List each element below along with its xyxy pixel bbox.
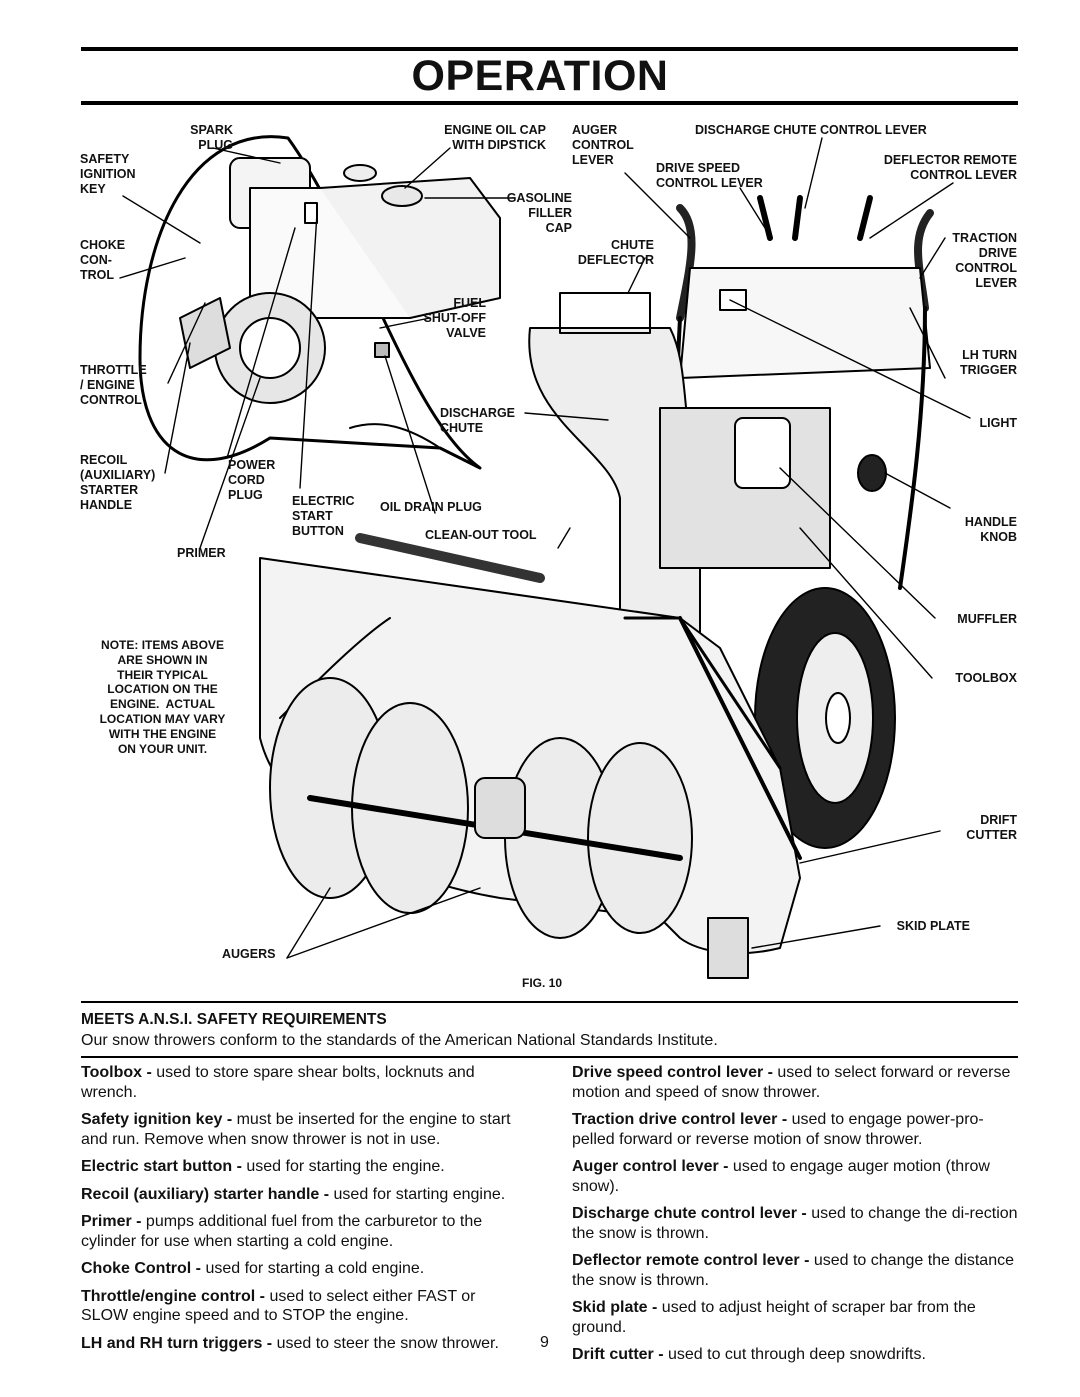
description-item: Primer - pumps additional fuel from the … (81, 1212, 527, 1251)
label-handle-knob: HANDLE KNOB (964, 515, 1017, 544)
description-term: Recoil (auxiliary) starter handle - (81, 1185, 334, 1203)
label-oil-drain-plug: OIL DRAIN PLUG (380, 500, 482, 514)
description-item: Auger control lever - used to engage aug… (572, 1157, 1018, 1196)
description-term: Auger control lever - (572, 1158, 733, 1175)
label-fuel-shutoff-valve: FUEL SHUT-OFF VALVE (423, 296, 487, 340)
label-throttle-engine-control: THROTTLE / ENGINE CONTROL (80, 363, 147, 407)
description-text: used to change the distance the snow is … (572, 1252, 1014, 1289)
description-item: Drive speed control lever - used to sele… (572, 1063, 1018, 1102)
snow-thrower-illustration (119, 135, 971, 979)
description-term: Toolbox - (81, 1064, 157, 1081)
description-term: Skid plate - (572, 1299, 662, 1316)
description-text: used for starting engine. (333, 1185, 506, 1203)
description-term: Electric start button - (81, 1158, 247, 1175)
section-rule (81, 1001, 1018, 1003)
label-augers: AUGERS (222, 947, 276, 961)
label-engine-oil-cap: ENGINE OIL CAP WITH DIPSTICK (444, 123, 546, 152)
description-text: used to cut through deep snowdrifts. (668, 1346, 926, 1363)
description-item: Throttle/engine control - used to select… (81, 1287, 527, 1326)
description-text: used to store spare shear bolts, locknut… (81, 1064, 475, 1101)
label-chute-deflector: CHUTE DEFLECTOR (577, 238, 654, 267)
top-rule (81, 47, 1018, 51)
description-text: used to select either FAST or SLOW engin… (81, 1287, 476, 1325)
label-muffler: MUFFLER (957, 612, 1017, 626)
description-term: Primer - (81, 1213, 146, 1230)
description-item: Deflector remote control lever - used to… (572, 1251, 1018, 1290)
label-discharge-chute-control-lever: DISCHARGE CHUTE CONTROL LEVER (695, 123, 927, 137)
label-drive-speed-control-lever: DRIVE SPEED CONTROL LEVER (656, 161, 763, 190)
descriptions-right-column: Drive speed control lever - used to sele… (572, 1063, 1018, 1373)
description-text: used to engage auger motion (throw snow)… (572, 1158, 990, 1195)
label-spark-plug: SPARK PLUG (190, 123, 233, 152)
description-item: LH and RH turn triggers - used to steer … (81, 1334, 527, 1354)
descriptions-left-column: Toolbox - used to store spare shear bolt… (81, 1063, 527, 1361)
description-text: used to change the di-rection the snow i… (572, 1205, 1018, 1242)
description-term: Traction drive control lever - (572, 1111, 792, 1128)
title-underline (81, 101, 1018, 105)
label-discharge-chute: DISCHARGE CHUTE (440, 406, 516, 435)
label-clean-out-tool: CLEAN-OUT TOOL (425, 528, 537, 542)
description-item: Discharge chute control lever - used to … (572, 1204, 1018, 1243)
description-item: Safety ignition key - must be inserted f… (81, 1110, 527, 1149)
description-term: Choke Control - (81, 1260, 206, 1277)
description-term: Safety ignition key - (81, 1111, 237, 1128)
description-text: used to engage power-pro-pelled forward … (572, 1111, 984, 1148)
label-traction-drive-control-lever: TRACTION DRIVE CONTROL LEVER (952, 231, 1017, 290)
label-electric-start-button: ELECTRIC START BUTTON (292, 494, 355, 538)
ansi-text: Our snow throwers conform to the standar… (81, 1032, 718, 1049)
description-text: used for starting a cold engine. (205, 1260, 425, 1277)
figure-caption: FIG. 10 (522, 976, 563, 990)
description-item: Traction drive control lever - used to e… (572, 1110, 1018, 1149)
description-term: Deflector remote control lever - (572, 1252, 814, 1269)
page-number: 9 (540, 1334, 549, 1351)
label-drift-cutter: DRIFT CUTTER (966, 813, 1017, 842)
description-term: Drive speed control lever - (572, 1064, 778, 1081)
label-power-cord-plug: POWER CORD PLUG (228, 458, 276, 502)
label-light: LIGHT (979, 416, 1018, 430)
description-text: used for starting the engine. (246, 1158, 445, 1175)
description-text: used to adjust height of scraper bar fro… (572, 1299, 976, 1336)
label-toolbox: TOOLBOX (955, 671, 1017, 685)
description-item: Drift cutter - used to cut through deep … (572, 1345, 1018, 1365)
label-recoil-starter-handle: RECOIL (AUXILIARY) STARTER HANDLE (80, 453, 156, 512)
label-safety-ignition-key: SAFETY IGNITION KEY (80, 152, 136, 196)
label-skid-plate: SKID PLATE (896, 919, 970, 933)
label-auger-control-lever: AUGER CONTROL LEVER (572, 123, 634, 167)
description-term: Discharge chute control lever - (572, 1205, 812, 1222)
label-gasoline-filler-cap: GASOLINE FILLER CAP (506, 191, 572, 235)
description-item: Recoil (auxiliary) starter handle - used… (81, 1185, 527, 1205)
description-text: pumps additional fuel from the carbureto… (81, 1213, 483, 1250)
page-title: OPERATION (411, 52, 669, 100)
description-text: must be inserted for the engine to start… (81, 1111, 511, 1148)
label-choke-control: CHOKE CON- TROL (80, 238, 126, 282)
description-term: LH and RH turn triggers - (81, 1334, 277, 1352)
description-item: Skid plate - used to adjust height of sc… (572, 1298, 1018, 1337)
label-deflector-remote-control-lever: DEFLECTOR REMOTE CONTROL LEVER (883, 153, 1017, 182)
description-term: Throttle/engine control - (81, 1287, 270, 1305)
description-text: used to steer the snow thrower. (276, 1334, 499, 1352)
description-item: Electric start button - used for startin… (81, 1157, 527, 1177)
figure-note: NOTE: ITEMS ABOVE ARE SHOWN IN THEIR TYP… (99, 638, 226, 756)
description-item: Toolbox - used to store spare shear bolt… (81, 1063, 527, 1102)
description-term: Drift cutter - (572, 1346, 668, 1363)
description-text: used to select forward or reverse motion… (572, 1064, 1011, 1101)
description-item: Choke Control - used for starting a cold… (81, 1259, 527, 1279)
label-primer: PRIMER (177, 546, 226, 560)
snow-thrower-figure: SPARK PLUG SAFETY IGNITION KEY CHOKE CON… (80, 118, 1020, 998)
columns-rule (81, 1056, 1018, 1058)
label-lh-turn-trigger: LH TURN TRIGGER (960, 348, 1017, 377)
ansi-heading: MEETS A.N.S.I. SAFETY REQUIREMENTS (81, 1011, 387, 1028)
